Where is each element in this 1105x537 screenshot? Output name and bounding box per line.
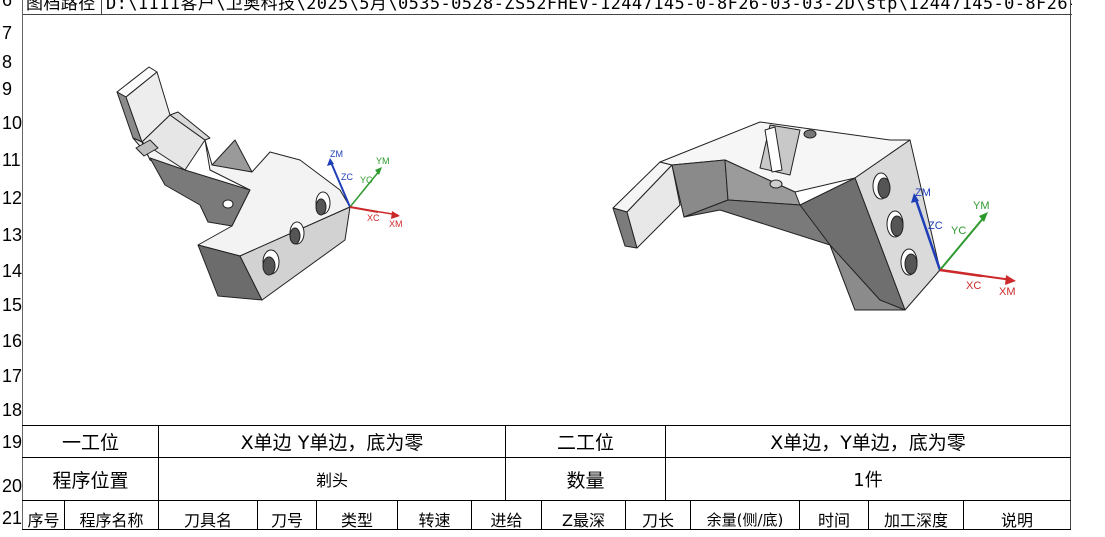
header-tool-no[interactable]: 刀号 xyxy=(270,511,303,530)
row-header-19[interactable]: 19 xyxy=(2,432,23,452)
part-views[interactable]: ZM ZC YM YC XC XM xyxy=(0,0,1105,425)
program-location-label[interactable]: 程序位置 xyxy=(52,469,129,492)
right-label-ym: YM xyxy=(973,200,990,212)
path-row[interactable]: 图档路径 D:\1111客户\卫奥科技\2025\5月\0535-0528-ZS… xyxy=(22,0,1072,14)
right-label-yc: YC xyxy=(951,225,966,237)
row-header-11[interactable]: 11 xyxy=(2,150,21,170)
header-prog-name[interactable]: 程序名称 xyxy=(79,511,144,530)
row-header-6[interactable]: 6 xyxy=(2,0,13,10)
station1-note[interactable]: X单边 Y单边，底为零 xyxy=(240,432,424,454)
header-allowance[interactable]: 余量(侧/底) xyxy=(706,510,784,529)
station1-label[interactable]: 一工位 xyxy=(61,432,119,454)
left-label-xm: XM xyxy=(389,219,403,229)
row-header-20[interactable]: 20 xyxy=(2,476,23,496)
row-header-15[interactable]: 15 xyxy=(2,295,23,315)
path-label: 图档路径 xyxy=(26,0,96,14)
row-header-7[interactable]: 7 xyxy=(2,23,13,43)
station2-note[interactable]: X单边，Y单边，底为零 xyxy=(770,432,966,454)
path-value: D:\1111客户\卫奥科技\2025\5月\0535-0528-ZS52FHE… xyxy=(106,0,1072,14)
row-header-12[interactable]: 12 xyxy=(2,188,23,208)
right-label-zm: ZM xyxy=(915,187,931,199)
header-type[interactable]: 类型 xyxy=(340,511,373,530)
header-mach-depth[interactable]: 加工深度 xyxy=(883,511,948,530)
row-header-14[interactable]: 14 xyxy=(2,261,23,281)
left-label-zc: ZC xyxy=(341,172,353,182)
row-header-10[interactable]: 10 xyxy=(2,113,23,133)
header-tool-name[interactable]: 刀具名 xyxy=(183,511,232,530)
row-header-18[interactable]: 18 xyxy=(2,400,23,420)
header-z-depth[interactable]: Z最深 xyxy=(562,511,605,530)
row-header-9[interactable]: 9 xyxy=(2,79,13,99)
left-axis-triad: ZM ZC YM YC XC XM xyxy=(327,149,403,229)
header-notes[interactable]: 说明 xyxy=(1000,511,1033,530)
left-label-yc: YC xyxy=(360,175,373,185)
header-feed[interactable]: 进给 xyxy=(490,511,523,530)
left-label-zm: ZM xyxy=(330,149,343,159)
right-label-xm: XM xyxy=(999,286,1016,298)
header-index[interactable]: 序号 xyxy=(27,511,60,530)
quantity-label[interactable]: 数量 xyxy=(566,469,605,492)
header-time[interactable]: 时间 xyxy=(817,511,850,530)
right-label-xc: XC xyxy=(966,280,981,292)
left-part-view xyxy=(116,66,351,301)
row-header-17[interactable]: 17 xyxy=(2,366,23,386)
right-axis-triad: ZM ZC YM YC XC XM xyxy=(911,187,1016,298)
right-part-view xyxy=(612,121,941,311)
station2-label[interactable]: 二工位 xyxy=(556,432,614,454)
header-speed[interactable]: 转速 xyxy=(418,511,451,530)
row-header-21[interactable]: 21 xyxy=(2,508,23,528)
header-tool-len[interactable]: 刀长 xyxy=(641,511,674,530)
right-label-zc: ZC xyxy=(928,220,943,232)
row-header-13[interactable]: 13 xyxy=(2,225,23,245)
program-location-value[interactable]: 剃头 xyxy=(315,471,348,490)
left-label-xc: XC xyxy=(367,213,380,223)
row-header-8[interactable]: 8 xyxy=(2,52,13,72)
left-label-ym: YM xyxy=(376,156,390,166)
quantity-value[interactable]: 1件 xyxy=(853,470,883,491)
row-header-16[interactable]: 16 xyxy=(2,331,23,351)
